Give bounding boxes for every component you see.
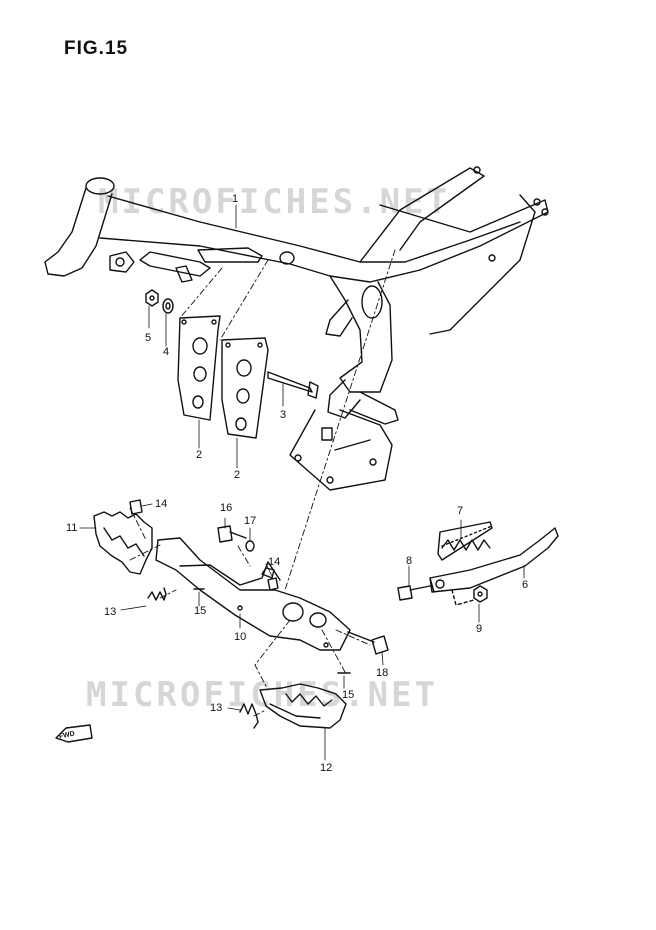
frame-body (44, 166, 549, 491)
nut-washer (145, 289, 174, 314)
small-fasteners (193, 525, 389, 674)
mount-plates (177, 315, 269, 439)
callout-15a: 15 (194, 605, 207, 617)
left-footpeg (93, 499, 153, 575)
callout-13b: 13 (210, 702, 223, 714)
callout-15b: 15 (342, 689, 355, 701)
callout-2a: 2 (196, 449, 203, 461)
callout-4: 4 (163, 346, 170, 358)
watermark-bottom: MICROFICHES.NET (86, 675, 439, 715)
callout-14b: 14 (268, 556, 281, 568)
right-footpeg (259, 683, 347, 729)
footpeg-bracket (155, 537, 351, 651)
long-bolt (267, 371, 319, 399)
callout-13a: 13 (104, 606, 117, 618)
callout-9: 9 (476, 623, 483, 635)
callout-14a: 14 (155, 498, 168, 510)
fwd-arrow-shape (55, 724, 93, 743)
callout-2b: 2 (234, 469, 241, 481)
assembly-lines (129, 249, 396, 717)
callout-3: 3 (280, 409, 287, 421)
callout-10: 10 (234, 631, 247, 643)
figure-title: FIG.15 (64, 38, 129, 59)
callout-11: 11 (66, 522, 78, 534)
callout-5: 5 (145, 332, 152, 344)
callout-8: 8 (406, 555, 413, 567)
callout-1: 1 (232, 193, 239, 205)
callout-17: 17 (244, 515, 257, 527)
springs (147, 539, 491, 729)
side-stand (397, 521, 559, 606)
leader-lines (79, 204, 525, 761)
callout-12: 12 (320, 762, 333, 774)
callout-16: 16 (220, 502, 233, 514)
callout-18: 18 (376, 667, 389, 679)
watermark-top: MICROFICHES.NET (98, 182, 451, 222)
callout-7: 7 (457, 505, 464, 517)
callout-6: 6 (522, 579, 529, 591)
